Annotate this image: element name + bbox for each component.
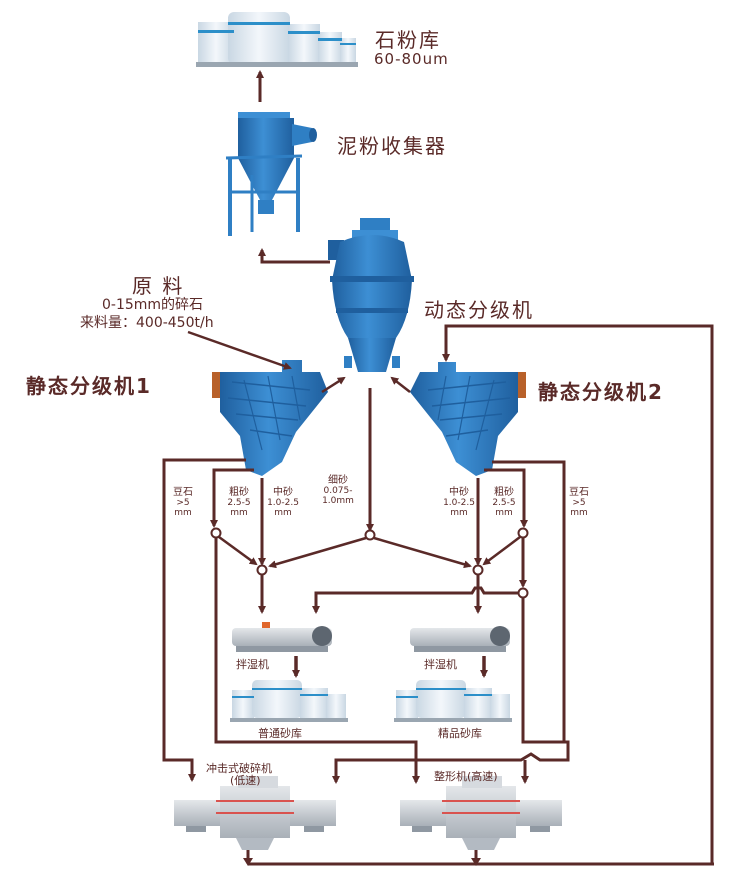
flow-right-coarse-sand	[484, 468, 528, 528]
mixer-2-icon	[410, 626, 510, 652]
flow-left-pea-gravel	[162, 458, 246, 782]
stream-name: 中砂	[449, 487, 469, 498]
premium-sand-silo-label: 精品砂库	[438, 727, 482, 740]
stream-fine-sand: 细砂 0.075- 1.0mm	[316, 475, 360, 507]
raw-material-feed-rate: 来料量：400-450t/h	[80, 315, 214, 331]
static-classifier-1-label: 静态分级机1	[26, 374, 152, 398]
stream-right-medium-sand: 中砂 1.0-2.5 mm	[440, 487, 478, 519]
flow-static1-to-dynamic	[321, 376, 346, 394]
stream-left-medium-sand: 中砂 1.0-2.5 mm	[264, 487, 302, 519]
mixer-1-label: 拌湿机	[236, 658, 269, 671]
stream-size: 2.5-5	[227, 498, 251, 508]
stream-right-coarse-sand: 粗砂 2.5-5 mm	[487, 487, 521, 519]
flow-right-coarse-to-mix	[482, 536, 521, 566]
flow-static2-to-dynamic	[390, 376, 411, 393]
flow-left-coarse-to-mix	[218, 535, 258, 566]
stream-name: 细砂	[328, 475, 348, 486]
flow-left-coarse-to-shaper	[214, 538, 420, 784]
stream-unit: mm	[570, 508, 588, 518]
junction-right-split	[517, 587, 529, 599]
stream-name: 粗砂	[229, 487, 249, 498]
stone-powder-silo-spec: 60-80um	[374, 50, 449, 68]
premium-sand-silo-icon	[394, 680, 512, 722]
dynamic-classifier-icon	[328, 218, 414, 372]
flow-return-loop	[442, 324, 714, 864]
junction-left-coarse	[210, 527, 222, 539]
static-classifier-1-icon	[212, 360, 328, 476]
stream-size: 0.075-	[323, 486, 353, 496]
junction-right-coarse	[517, 527, 529, 539]
junction-right-mix	[472, 564, 484, 576]
impact-crusher-label: 冲击式破碎机	[206, 762, 272, 775]
stream-right-pea-gravel: 豆石 >5 mm	[566, 487, 592, 519]
stone-powder-silo-icon	[196, 12, 358, 67]
flow-right-pea-gravel	[492, 460, 566, 742]
dynamic-classifier-label: 动态分级机	[424, 298, 534, 322]
stone-powder-silo-label: 石粉库	[375, 28, 441, 52]
flow-fine-to-right	[373, 536, 472, 569]
stream-size: 1.0-2.5	[267, 498, 299, 508]
mud-powder-collector-icon	[225, 112, 317, 236]
stream-unit: mm	[230, 508, 248, 518]
stream-left-coarse-sand: 粗砂 2.5-5 mm	[222, 487, 256, 519]
junction-left-mix	[256, 564, 268, 576]
static-classifier-2-icon	[410, 362, 526, 476]
stream-unit: mm	[274, 508, 292, 518]
raw-material-spec: 0-15mm的碎石	[102, 297, 204, 313]
ordinary-sand-silo-label: 普通砂库	[258, 727, 302, 740]
impact-crusher-icon	[174, 776, 336, 850]
mixer-1-icon	[232, 622, 332, 652]
flow-right-to-crusher	[332, 598, 570, 784]
stream-left-pea-gravel: 豆石 >5 mm	[170, 487, 196, 519]
shaping-machine-icon	[400, 776, 562, 850]
flow-dynamic-to-collector	[258, 248, 330, 264]
flow-raw-material-in	[187, 330, 292, 370]
stream-unit: mm	[495, 508, 513, 518]
mixer-2-label: 拌湿机	[424, 658, 457, 671]
shaping-machine-label: 整形机(高速)	[434, 770, 498, 783]
raw-material-label: 原 料	[132, 274, 185, 298]
flow-left-coarse-sand	[210, 468, 254, 528]
flow-right-to-mixer-1	[312, 586, 518, 614]
stream-name: 豆石	[173, 487, 193, 498]
junction-fine-sand	[364, 529, 376, 541]
mud-powder-collector-label: 泥粉收集器	[337, 134, 447, 158]
static-classifier-2-label: 静态分级机2	[538, 380, 664, 404]
stream-name: 豆石	[569, 487, 589, 498]
stream-size: >5	[572, 498, 586, 508]
flow-fine-to-left	[268, 536, 367, 569]
stream-unit: mm	[450, 508, 468, 518]
stream-size: >5	[176, 498, 190, 508]
stream-name: 粗砂	[494, 487, 514, 498]
ordinary-sand-silo-icon	[230, 680, 348, 722]
stream-size: 1.0-2.5	[443, 498, 475, 508]
stream-unit: 1.0mm	[322, 496, 354, 506]
stream-name: 中砂	[273, 487, 293, 498]
impact-crusher-sublabel: (低速)	[230, 774, 261, 787]
stream-size: 2.5-5	[492, 498, 516, 508]
stream-unit: mm	[174, 508, 192, 518]
